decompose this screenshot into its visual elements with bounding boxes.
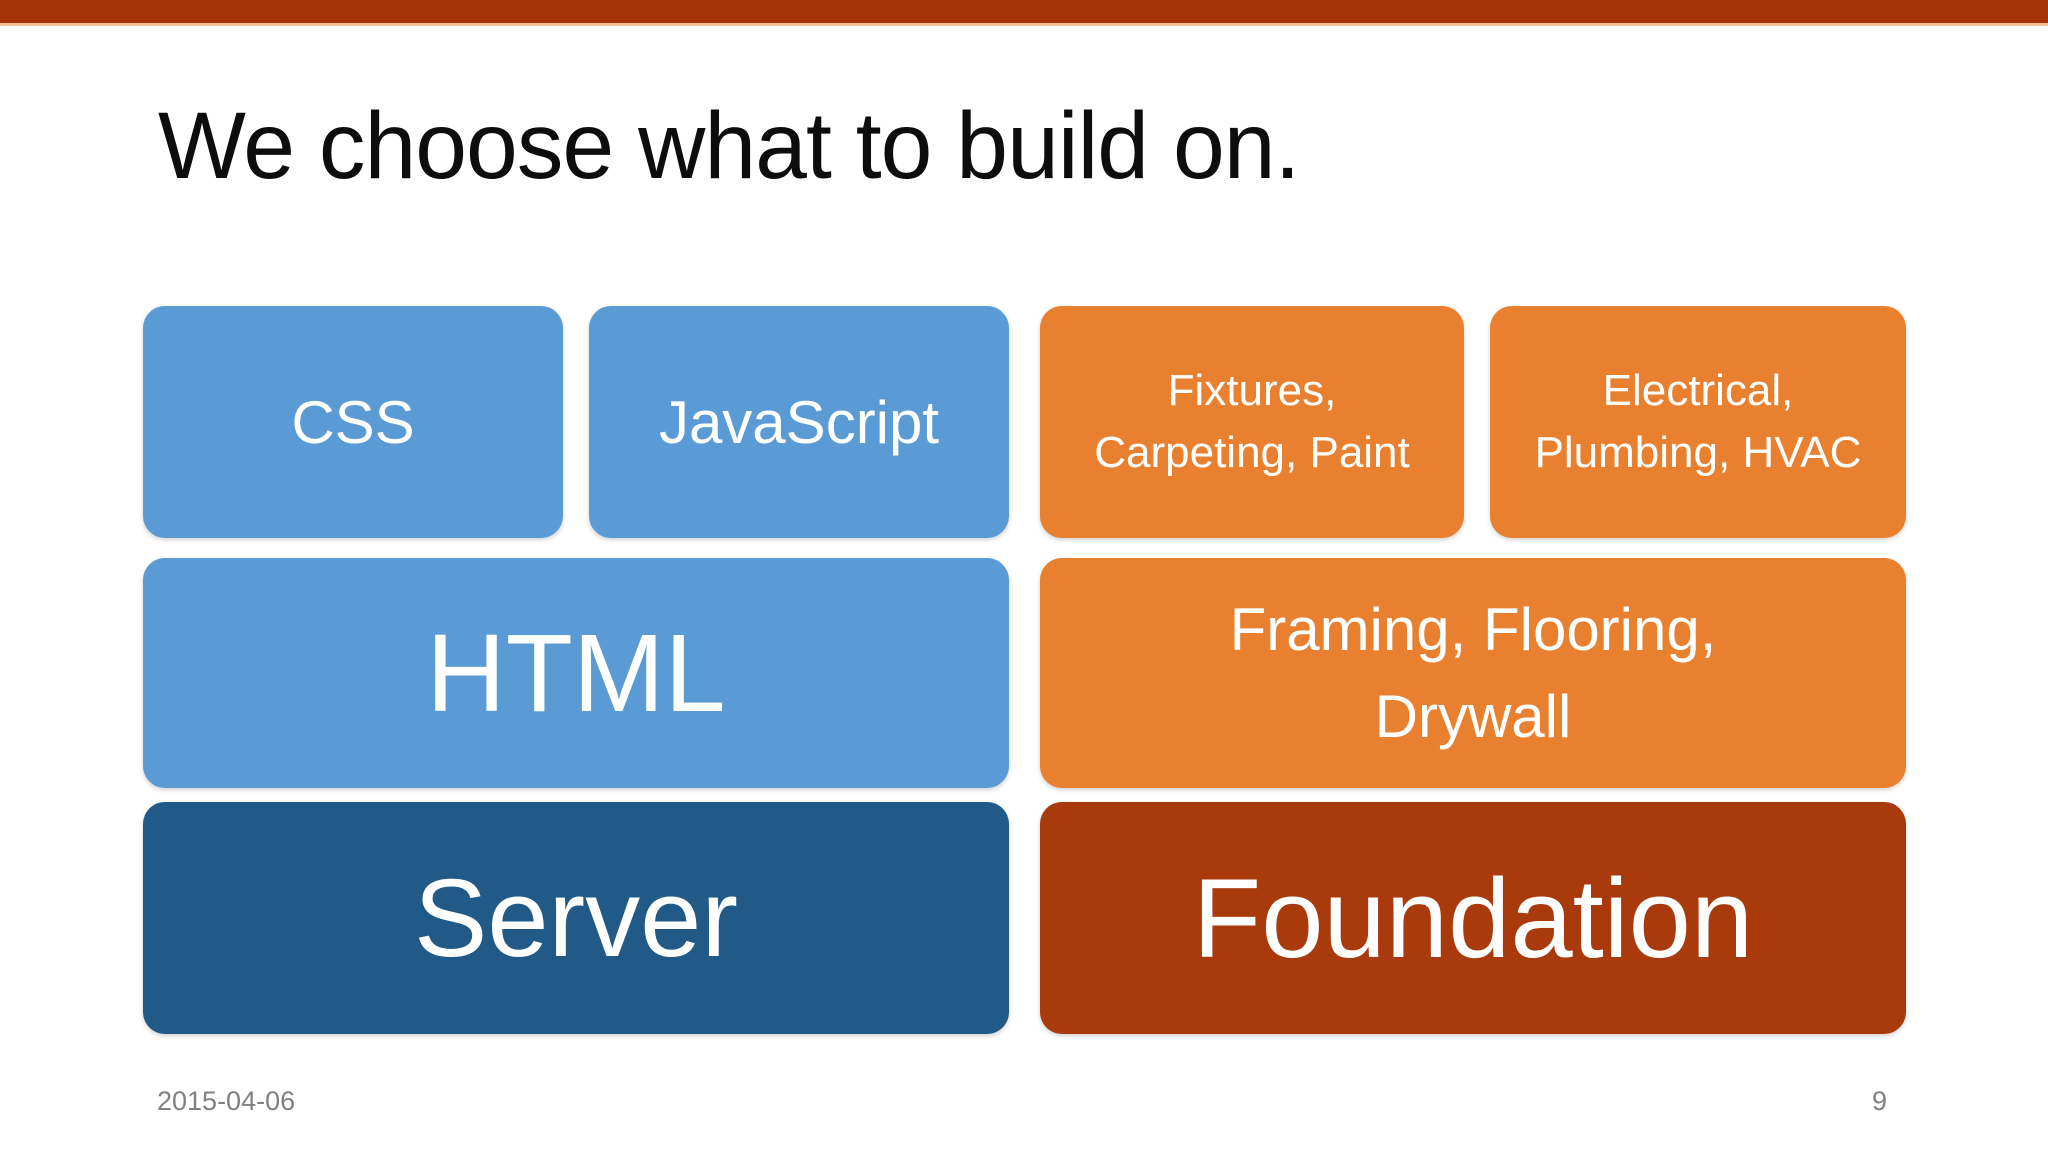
top-accent-bar	[0, 0, 2048, 26]
slide-title: We choose what to build on.	[158, 93, 1300, 199]
box-foundation: Foundation	[1040, 802, 1906, 1034]
box-server: Server	[143, 802, 1009, 1034]
box-css-label: CSS	[291, 388, 415, 456]
box-css: CSS	[143, 306, 563, 538]
page-number: 9	[1872, 1086, 1888, 1116]
box-fixtures-line1: Fixtures,	[1167, 365, 1337, 415]
box-html-label: HTML	[426, 611, 726, 735]
box-javascript-label: JavaScript	[658, 388, 940, 456]
box-framing-line2: Drywall	[1374, 683, 1572, 750]
footer-date: 2015-04-06	[157, 1086, 296, 1116]
box-electrical-plumbing-hvac: Electrical, Plumbing, HVAC	[1490, 306, 1906, 538]
box-fixtures-line2: Carpeting, Paint	[1094, 428, 1410, 477]
box-framing-flooring-drywall: Framing, Flooring, Drywall	[1040, 558, 1906, 788]
box-javascript: JavaScript	[589, 306, 1009, 538]
box-html: HTML	[143, 558, 1009, 788]
box-electrical-line2: Plumbing, HVAC	[1534, 428, 1862, 477]
box-electrical-line1: Electrical,	[1602, 365, 1794, 415]
box-server-label: Server	[414, 856, 738, 980]
box-fixtures-carpeting-paint: Fixtures, Carpeting, Paint	[1040, 306, 1464, 538]
box-foundation-label: Foundation	[1192, 855, 1754, 981]
box-framing-line1: Framing, Flooring,	[1229, 596, 1717, 663]
